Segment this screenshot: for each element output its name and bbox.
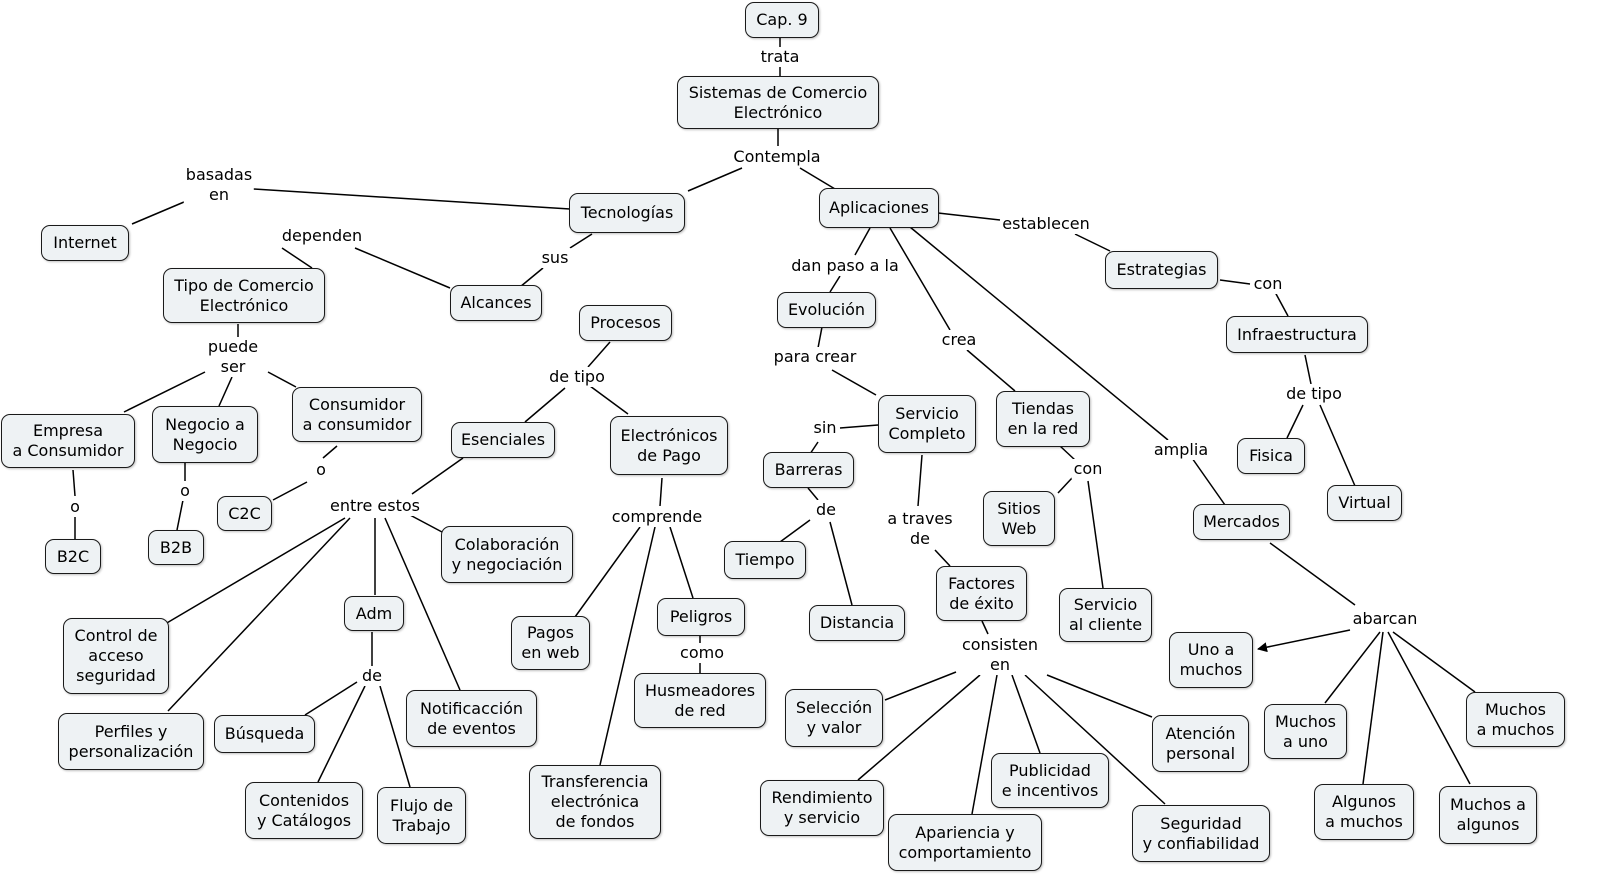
node-muchos-a-uno: Muchos a uno <box>1264 704 1347 759</box>
node-atencion-personal: Atención personal <box>1152 715 1249 772</box>
link-amplia: amplia <box>1151 440 1211 460</box>
link-como: como <box>678 643 726 663</box>
node-tiendas-en-la-red: Tiendas en la red <box>996 391 1090 447</box>
node-contenidos-y-catalogos: Contenidos y Catálogos <box>245 782 363 839</box>
node-tiempo: Tiempo <box>724 541 806 579</box>
node-publicidad-e-incentivos: Publicidad e incentivos <box>991 753 1109 808</box>
node-b2b: B2B <box>148 530 204 565</box>
node-servicio-completo: Servicio Completo <box>878 395 976 453</box>
link-basadas-en: basadas en <box>183 165 255 205</box>
node-control-de-acceso: Control de acceso seguridad <box>63 618 169 694</box>
node-distancia: Distancia <box>809 605 905 641</box>
node-algunos-a-muchos: Algunos a muchos <box>1314 784 1414 840</box>
node-negocio-a-negocio: Negocio a Negocio <box>152 406 258 463</box>
node-seleccion-y-valor: Selección y valor <box>785 689 883 747</box>
link-para-crear: para crear <box>771 347 859 367</box>
node-internet: Internet <box>41 225 129 261</box>
node-sistemas-de-comercio: Sistemas de Comercio Electrónico <box>677 76 879 129</box>
node-tecnologias: Tecnologías <box>569 193 685 233</box>
node-apariencia-y-comportamiento: Apariencia y comportamiento <box>888 814 1042 871</box>
link-establecen: establecen <box>1000 214 1092 234</box>
node-perfiles-y-personalizacion: Perfiles y personalización <box>58 713 204 770</box>
link-sin: sin <box>811 418 839 438</box>
node-fisica: Fisica <box>1237 438 1305 474</box>
link-o-consumidor: o <box>314 460 328 480</box>
node-tipo-de-comercio: Tipo de Comercio Electrónico <box>163 268 325 323</box>
link-o-negocio: o <box>178 481 192 501</box>
node-estrategias: Estrategias <box>1105 251 1218 289</box>
node-transferencia-electronica: Transferencia electrónica de fondos <box>529 765 661 839</box>
node-uno-a-muchos: Uno a muchos <box>1169 632 1253 688</box>
link-puede-ser: puede ser <box>205 337 261 377</box>
node-infraestructura: Infraestructura <box>1226 316 1368 353</box>
node-aplicaciones: Aplicaciones <box>819 188 939 228</box>
link-entre-estos: entre estos <box>328 496 422 516</box>
node-peligros: Peligros <box>657 598 745 636</box>
node-factores-de-exito: Factores de éxito <box>936 566 1027 621</box>
node-mercados: Mercados <box>1193 504 1290 540</box>
node-busqueda: Búsqueda <box>214 715 315 753</box>
link-con-tiendas: con <box>1071 459 1105 479</box>
node-procesos: Procesos <box>579 305 672 341</box>
link-de-adm: de <box>360 666 384 686</box>
node-servicio-al-cliente: Servicio al cliente <box>1059 588 1152 642</box>
node-virtual: Virtual <box>1327 485 1402 521</box>
node-husmeadores-de-red: Husmeadores de red <box>634 673 766 728</box>
link-consisten-en: consisten en <box>959 635 1041 675</box>
node-empresa-a-consumidor: Empresa a Consumidor <box>1 414 135 468</box>
node-rendimiento-y-servicio: Rendimiento y servicio <box>760 780 884 836</box>
link-o-empresa: o <box>68 497 82 517</box>
node-muchos-a-muchos: Muchos a muchos <box>1466 692 1565 747</box>
link-comprende: comprende <box>609 507 705 527</box>
link-trata: trata <box>758 47 802 67</box>
node-pagos-en-web: Pagos en web <box>511 616 590 670</box>
link-dan-paso-a-la: dan paso a la <box>789 256 901 276</box>
link-abarcan: abarcan <box>1350 609 1420 629</box>
link-de-tipo-procesos: de tipo <box>547 367 607 387</box>
node-muchos-a-algunos: Muchos a algunos <box>1439 786 1537 844</box>
link-contempla: Contempla <box>731 147 823 167</box>
node-cap9: Cap. 9 <box>745 2 819 38</box>
link-con-estrategias: con <box>1251 274 1285 294</box>
node-alcances: Alcances <box>450 285 542 321</box>
link-dependen: dependen <box>279 226 365 246</box>
node-barreras: Barreras <box>763 452 854 488</box>
link-sus: sus <box>539 248 571 268</box>
node-colaboracion-y-negociacion: Colaboración y negociación <box>441 526 573 583</box>
node-sitios-web: Sitios Web <box>983 491 1055 546</box>
link-de-barreras: de <box>814 500 838 520</box>
node-esenciales: Esenciales <box>451 422 555 458</box>
node-b2c: B2C <box>45 539 101 574</box>
link-crea: crea <box>939 330 979 350</box>
link-a-traves-de: a traves de <box>885 509 955 549</box>
node-electronicos-de-pago: Electrónicos de Pago <box>610 416 728 475</box>
link-de-tipo-infraestructura: de tipo <box>1284 384 1344 404</box>
node-consumidor-a-consumidor: Consumidor a consumidor <box>292 387 422 442</box>
node-c2c: C2C <box>217 496 272 531</box>
node-evolucion: Evolución <box>777 292 876 328</box>
node-flujo-de-trabajo: Flujo de Trabajo <box>377 787 466 844</box>
node-notificaccion-de-eventos: Notificacción de eventos <box>406 690 537 747</box>
node-seguridad-y-confiabilidad: Seguridad y confiabilidad <box>1132 805 1270 862</box>
node-adm: Adm <box>344 596 404 631</box>
